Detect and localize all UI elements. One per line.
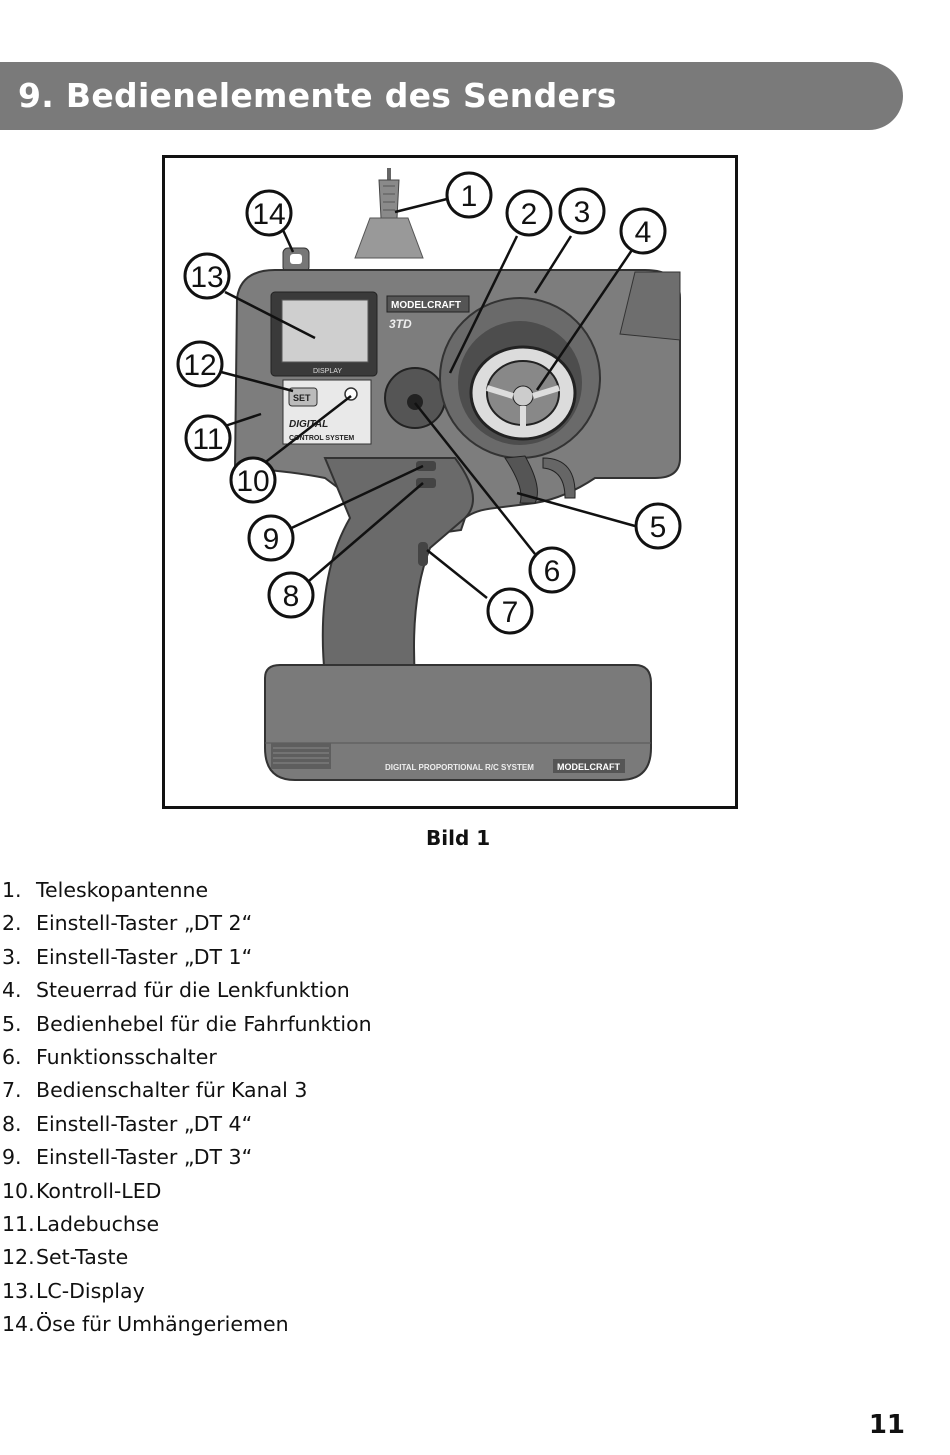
- callout-10: 10: [229, 456, 277, 504]
- list-item-number: 7.: [2, 1078, 22, 1103]
- list-item-number: 10.: [2, 1178, 35, 1203]
- transmitter-base: [264, 664, 652, 781]
- base-text: DIGITAL PROPORTIONAL R/C SYSTEM: [385, 763, 534, 772]
- svg-text:14: 14: [252, 198, 285, 231]
- display-text: DISPLAY: [313, 368, 342, 375]
- callout-7: 7: [486, 587, 534, 635]
- callout-8: 8: [267, 571, 315, 619]
- callout-2: 2: [505, 189, 553, 237]
- callout-12: 12: [176, 340, 224, 388]
- digital-text: DIGITAL: [289, 419, 328, 430]
- list-item: 1. Teleskopantenne: [2, 874, 372, 907]
- svg-text:8: 8: [283, 580, 300, 613]
- list-item-text: Ladebuchse: [36, 1211, 160, 1236]
- list-item-text: Einstell-Taster „DT 2“: [36, 911, 253, 936]
- list-item-text: Set-Taste: [36, 1245, 129, 1270]
- list-item-number: 5.: [2, 1011, 22, 1036]
- svg-text:13: 13: [190, 261, 223, 294]
- svg-text:3: 3: [574, 196, 591, 229]
- svg-text:9: 9: [263, 523, 280, 556]
- list-item: 3. Einstell-Taster „DT 1“: [2, 941, 372, 974]
- list-item-number: 2.: [2, 911, 22, 936]
- list-item-number: 13.: [2, 1278, 35, 1303]
- list-item-text: Einstell-Taster „DT 4“: [36, 1111, 253, 1136]
- svg-text:5: 5: [650, 511, 667, 544]
- throttle-trigger: [504, 455, 538, 504]
- svg-text:10: 10: [236, 465, 269, 498]
- list-item-number: 6.: [2, 1044, 22, 1069]
- callout-5: 5: [634, 502, 682, 550]
- model-text: 3TD: [389, 317, 412, 331]
- list-item-text: Einstell-Taster „DT 3“: [36, 1145, 253, 1170]
- legend-list: 1. Teleskopantenne 2. Einstell-Taster „DT …: [2, 874, 372, 1341]
- list-item-text: LC-Display: [36, 1278, 145, 1303]
- callout-4: 4: [619, 207, 667, 255]
- list-item-number: 9.: [2, 1145, 22, 1170]
- callout-14: 14: [245, 189, 293, 237]
- list-item-text: Kontroll-LED: [36, 1178, 162, 1203]
- list-item: 13.LC-Display: [2, 1275, 372, 1308]
- list-item-number: 4.: [2, 978, 22, 1003]
- brand-text: MODELCRAFT: [391, 300, 461, 311]
- antenna: [354, 168, 424, 259]
- callout-3: 3: [558, 187, 606, 235]
- transmitter-figure: DIGITAL PROPORTIONAL R/C SYSTEM MODELCRA…: [162, 155, 738, 809]
- callout-11: 11: [184, 414, 232, 462]
- list-item: 8. Einstell-Taster „DT 4“: [2, 1108, 372, 1141]
- list-item-text: Funktionsschalter: [36, 1044, 217, 1069]
- list-item-text: Bedienschalter für Kanal 3: [36, 1078, 308, 1103]
- base-brand-text: MODELCRAFT: [557, 762, 620, 772]
- list-item: 9. Einstell-Taster „DT 3“: [2, 1141, 372, 1174]
- strap-eyelet: [282, 247, 310, 273]
- list-item: 6. Funktionsschalter: [2, 1041, 372, 1074]
- transmitter-grip: [321, 457, 474, 679]
- list-item: 12.Set-Taste: [2, 1241, 372, 1274]
- list-item: 10.Kontroll-LED: [2, 1175, 372, 1208]
- page-number: 11: [868, 1410, 905, 1440]
- dt3-button: [416, 461, 436, 471]
- list-item-number: 1.: [2, 878, 22, 902]
- list-item-number: 14.: [2, 1312, 35, 1337]
- lc-display: DISPLAY: [270, 291, 378, 377]
- list-item: 5. Bedienhebel für die Fahrfunktion: [2, 1008, 372, 1041]
- list-item-text: Einstell-Taster „DT 1“: [36, 944, 253, 969]
- figure-caption: Bild 1: [426, 826, 491, 850]
- list-item: 4. Steuerrad für die Lenkfunktion: [2, 974, 372, 1007]
- svg-text:4: 4: [635, 216, 652, 249]
- callout-13: 13: [183, 252, 231, 300]
- svg-text:6: 6: [544, 555, 561, 588]
- list-item-number: 12.: [2, 1245, 35, 1270]
- channel3-switch: [418, 542, 428, 566]
- svg-text:11: 11: [192, 423, 223, 456]
- list-item-text: Teleskopantenne: [36, 878, 209, 902]
- control-system-text: CONTROL SYSTEM: [289, 435, 354, 442]
- list-item: 2. Einstell-Taster „DT 2“: [2, 907, 372, 940]
- section-title: 9. Bedienelemente des Senders: [18, 76, 617, 115]
- steering-wheel: [439, 297, 601, 459]
- list-item: 11.Ladebuchse: [2, 1208, 372, 1241]
- section-header-bar: 9. Bedienelemente des Senders: [0, 62, 903, 130]
- list-item-number: 11.: [2, 1211, 35, 1236]
- callout-6: 6: [528, 546, 576, 594]
- list-item-text: Steuerrad für die Lenkfunktion: [36, 978, 350, 1003]
- control-panel: SET DIGITAL CONTROL SYSTEM: [282, 379, 372, 445]
- list-item-text: Bedienhebel für die Fahrfunktion: [36, 1011, 372, 1036]
- set-key-text: SET: [293, 393, 311, 403]
- list-item-text: Öse für Umhängeriemen: [36, 1312, 289, 1337]
- transmitter-illustration: DIGITAL PROPORTIONAL R/C SYSTEM MODELCRA…: [176, 168, 682, 781]
- list-item: 7. Bedienschalter für Kanal 3: [2, 1074, 372, 1107]
- list-item-number: 8.: [2, 1111, 22, 1136]
- svg-text:2: 2: [521, 198, 538, 231]
- list-item: 14.Öse für Umhängeriemen: [2, 1308, 372, 1341]
- svg-text:12: 12: [183, 349, 216, 382]
- svg-text:7: 7: [502, 596, 519, 629]
- callout-9: 9: [247, 514, 295, 562]
- svg-text:1: 1: [461, 180, 478, 213]
- callout-1: 1: [445, 171, 493, 219]
- list-item-number: 3.: [2, 944, 22, 969]
